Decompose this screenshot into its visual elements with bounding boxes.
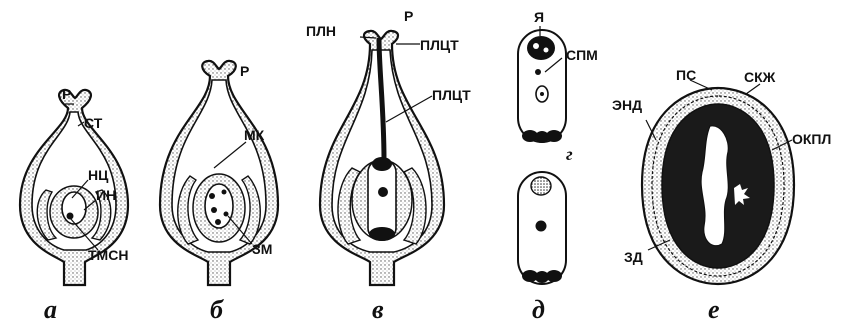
label-b-zm: ЗМ: [252, 241, 272, 257]
caption-g: г: [566, 144, 573, 164]
label-g-ya: Я: [534, 9, 544, 25]
label-e-end: ЭНД: [612, 97, 642, 113]
label-a-in: ИН: [96, 187, 116, 203]
caption-a: а: [44, 295, 57, 324]
label-e-okpl: ОКПЛ: [792, 131, 831, 147]
embryo-sac-g: [518, 26, 566, 143]
label-e-zd: ЗД: [624, 249, 643, 265]
embryo-sac-d: [518, 172, 566, 284]
label-e-skzh: СКЖ: [744, 69, 776, 85]
label-b-mk: МК: [244, 127, 265, 143]
label-b-r: Р: [240, 63, 249, 79]
seed-stage-e: [642, 80, 794, 284]
caption-v: в: [372, 295, 384, 324]
label-e-ps: ПС: [676, 67, 696, 83]
label-a-r: Р: [62, 86, 71, 102]
caption-d: д: [532, 295, 545, 324]
label-a-nc: НЦ: [88, 167, 109, 183]
label-g-spm: СПМ: [566, 47, 598, 63]
label-v-plct-1: ПЛЦТ: [420, 37, 459, 53]
label-v-plct-2: ПЛЦТ: [432, 87, 471, 103]
label-v-r: Р: [404, 8, 413, 24]
ovule-stage-v: [320, 31, 444, 285]
label-a-st: СТ: [84, 115, 103, 131]
label-a-tmsn: ТМСН: [88, 247, 128, 263]
label-v-pln: ПЛН: [306, 23, 336, 39]
caption-e: е: [708, 295, 720, 324]
caption-b: б: [210, 295, 224, 324]
